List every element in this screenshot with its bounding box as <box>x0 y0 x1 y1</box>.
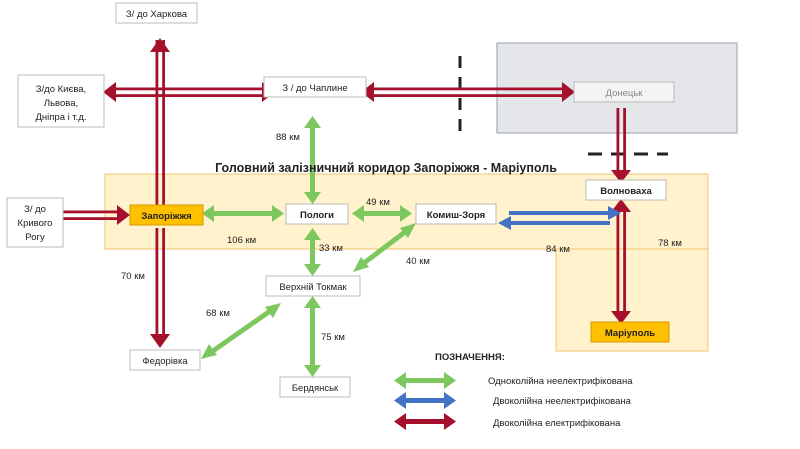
svg-text:Волноваха: Волноваха <box>600 186 652 197</box>
station-volnovakha: Волноваха <box>585 179 667 201</box>
distance-zap-polohy: 106 км <box>227 235 256 246</box>
station-fedorivka: Федорівка <box>129 349 201 371</box>
distance-polohy-tokmak: 33 км <box>319 243 343 254</box>
distance-chapline-polohy: 88 км <box>276 132 300 143</box>
polohy-tokmak-line <box>304 228 321 276</box>
double-non-electrified-line-komysh-volnovakha <box>498 206 621 230</box>
mariupol-region <box>555 248 709 352</box>
station-donetsk: Донецьк <box>573 81 675 103</box>
svg-text:Львова,: Львова, <box>44 98 78 109</box>
legend-single-track: Одноколійна неелектрифікована <box>394 372 633 389</box>
station-berdiansk: Бердянськ <box>279 376 351 398</box>
svg-text:Пологи: Пологи <box>300 210 334 221</box>
komysh-tokmak-line <box>353 223 416 272</box>
donetsk-volnovakha-line <box>611 108 631 183</box>
svg-text:Донецьк: Донецьк <box>606 88 644 99</box>
svg-text:Дніпра і т.д.: Дніпра і т.д. <box>35 112 86 123</box>
polohy-komysh-line <box>352 205 412 222</box>
station-kyiv: З/до Києва, Львова, Дніпра і т.д. <box>17 74 105 128</box>
svg-text:Кривого: Кривого <box>18 218 53 229</box>
kyiv-chapline-line <box>103 82 275 102</box>
single-track-lines <box>201 116 416 377</box>
station-polohy: Пологи <box>285 203 349 225</box>
svg-text:Запоріжжя: Запоріжжя <box>141 211 191 222</box>
tokmak-fedorivka-line <box>201 303 281 359</box>
station-chapline: З / до Чаплине <box>263 76 367 98</box>
svg-text:Комиш-Зоря: Комиш-Зоря <box>427 210 485 221</box>
distance-tokmak-fedorivka: 68 км <box>206 308 230 319</box>
station-mariupol: Маріуполь <box>590 321 670 343</box>
svg-text:Двоколійна електрифікована: Двоколійна електрифікована <box>493 418 621 429</box>
station-zaporizhzhia: Запоріжжя <box>129 204 204 226</box>
station-kharkiv: З/ до Харкова <box>115 2 198 24</box>
chapline-polohy-line <box>304 116 321 204</box>
chapline-donetsk-line <box>361 82 575 102</box>
svg-text:Маріуполь: Маріуполь <box>605 328 655 339</box>
svg-text:Одноколійна неелектрифікована: Одноколійна неелектрифікована <box>488 376 633 387</box>
distance-volnovakha-mariupol: 78 км <box>658 238 682 249</box>
station-komysh-zoria: Комиш-Зоря <box>415 203 497 225</box>
volnovakha-mariupol-line <box>611 199 631 324</box>
kharkiv-zaporizhzhia-line <box>150 38 170 206</box>
station-kryvyi-rih: З/ до Кривого Рогу <box>6 197 64 248</box>
tokmak-berdiansk-line <box>304 296 321 377</box>
svg-text:З/ до: З/ до <box>24 204 46 215</box>
svg-text:З/до Києва,: З/до Києва, <box>36 84 86 95</box>
distance-tokmak-berdiansk: 75 км <box>321 332 345 343</box>
diagram-title: Головний залізничний коридор Запоріжжя -… <box>215 161 557 175</box>
distance-labels: 88 км 49 км 106 км 33 км 40 км 84 км 78 … <box>121 132 682 343</box>
svg-text:Бердянськ: Бердянськ <box>292 383 339 394</box>
legend: ПОЗНАЧЕННЯ: Одноколійна неелектрифікован… <box>394 352 633 430</box>
electrified-lines <box>63 38 631 348</box>
distance-polohy-komysh: 49 км <box>366 197 390 208</box>
svg-text:Двоколійна неелектрифікована: Двоколійна неелектрифікована <box>493 396 632 407</box>
legend-double-electrified: Двоколійна електрифікована <box>394 413 621 430</box>
svg-text:Верхній Токмак: Верхній Токмак <box>279 282 347 293</box>
zaporizhzhia-polohy-line <box>202 205 284 222</box>
distance-komysh-tokmak: 40 км <box>406 256 430 267</box>
zaporizhzhia-fedorivka-line <box>150 228 170 348</box>
distance-komysh-volnovakha: 84 км <box>546 244 570 255</box>
svg-text:Федорівка: Федорівка <box>142 356 188 367</box>
svg-text:Рогу: Рогу <box>25 232 45 243</box>
svg-text:З / до Чаплине: З / до Чаплине <box>282 83 347 94</box>
kryvyirih-zaporizhzhia-line <box>63 205 130 225</box>
station-verkhnii-tokmak: Верхній Токмак <box>265 275 361 297</box>
legend-double-non-electrified: Двоколійна неелектрифікована <box>394 392 632 409</box>
svg-text:З/ до Харкова: З/ до Харкова <box>126 9 188 20</box>
legend-title: ПОЗНАЧЕННЯ: <box>435 352 505 363</box>
distance-zap-fedorivka: 70 км <box>121 271 145 282</box>
